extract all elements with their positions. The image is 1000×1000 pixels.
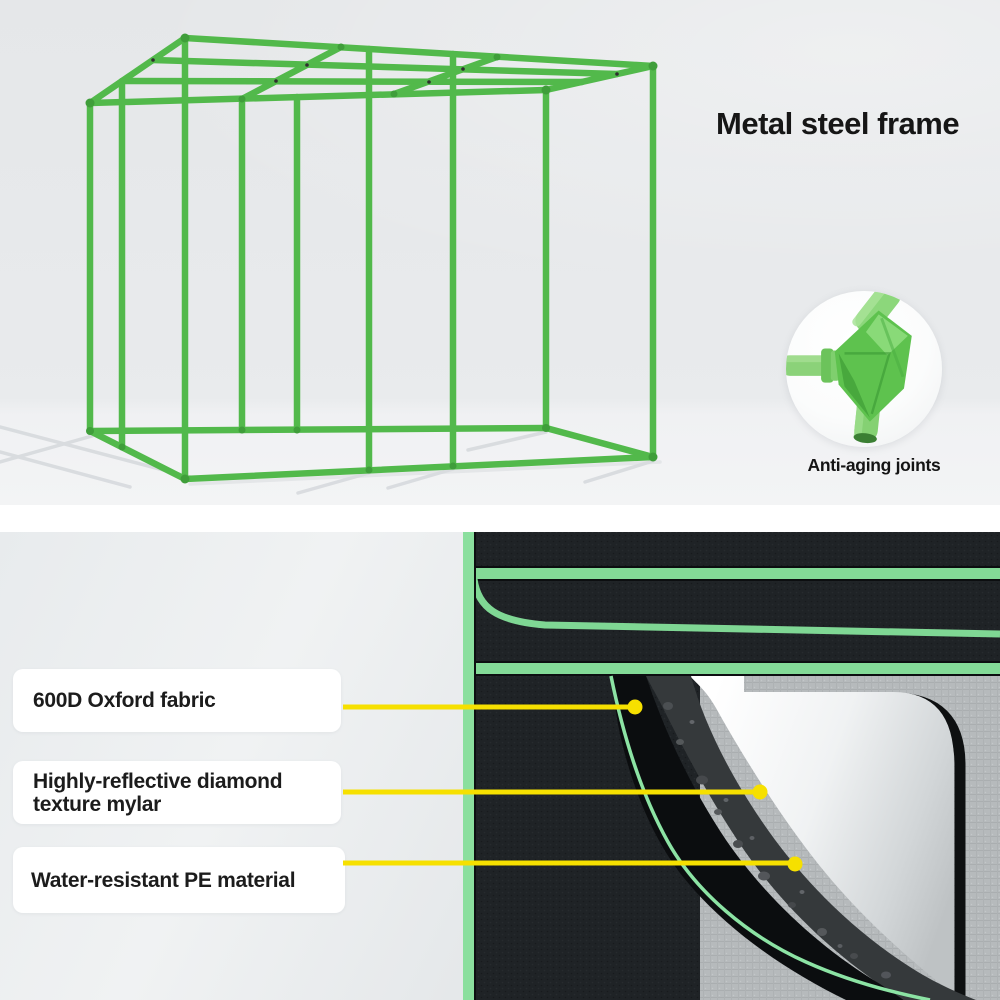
frame-tubes [86,34,657,483]
steel-frame-image [0,33,662,495]
water-droplets [663,702,891,979]
callout-overlay [343,699,803,872]
material-label-card: 600D Oxford fabric [13,669,341,732]
pe-layer [646,676,976,1000]
material-label-card: Water-resistant PE material [13,847,345,913]
frame-joints [85,33,658,484]
callout-dot [627,699,643,715]
corner-joint-image [786,291,912,444]
fold-piping-line [609,675,931,1000]
tent-trim-stripes [468,566,1000,676]
callout-dots [627,699,803,872]
frame-showcase-section: Metal steel frame [0,0,1000,505]
material-label-card: Highly-reflective diamond texture mylar [13,761,341,824]
joint-body [834,310,912,422]
material-label: 600D Oxford fabric [33,689,216,712]
material-label: Highly-reflective diamond texture mylar [33,769,283,816]
materials-section: 600D Oxford fabric Highly-reflective dia… [0,532,1000,1000]
tent-left-trim-edge [474,532,476,1000]
mylar-layer [690,676,954,990]
tent-layers-image [463,532,1000,1000]
section-divider [0,505,1000,532]
callout-dot [787,856,803,872]
joint-inset-circle [786,291,942,447]
callout-dot [752,784,768,800]
material-label: Water-resistant PE material [31,868,296,892]
callout-lines [343,704,795,866]
frame-headline: Metal steel frame [716,106,960,141]
joint-left-pole [786,348,840,383]
tent-seam-curve [470,578,1000,638]
joint-caption: Anti-aging joints [807,455,941,475]
tent-left-trim [463,532,474,1000]
frame-clips [151,58,619,84]
